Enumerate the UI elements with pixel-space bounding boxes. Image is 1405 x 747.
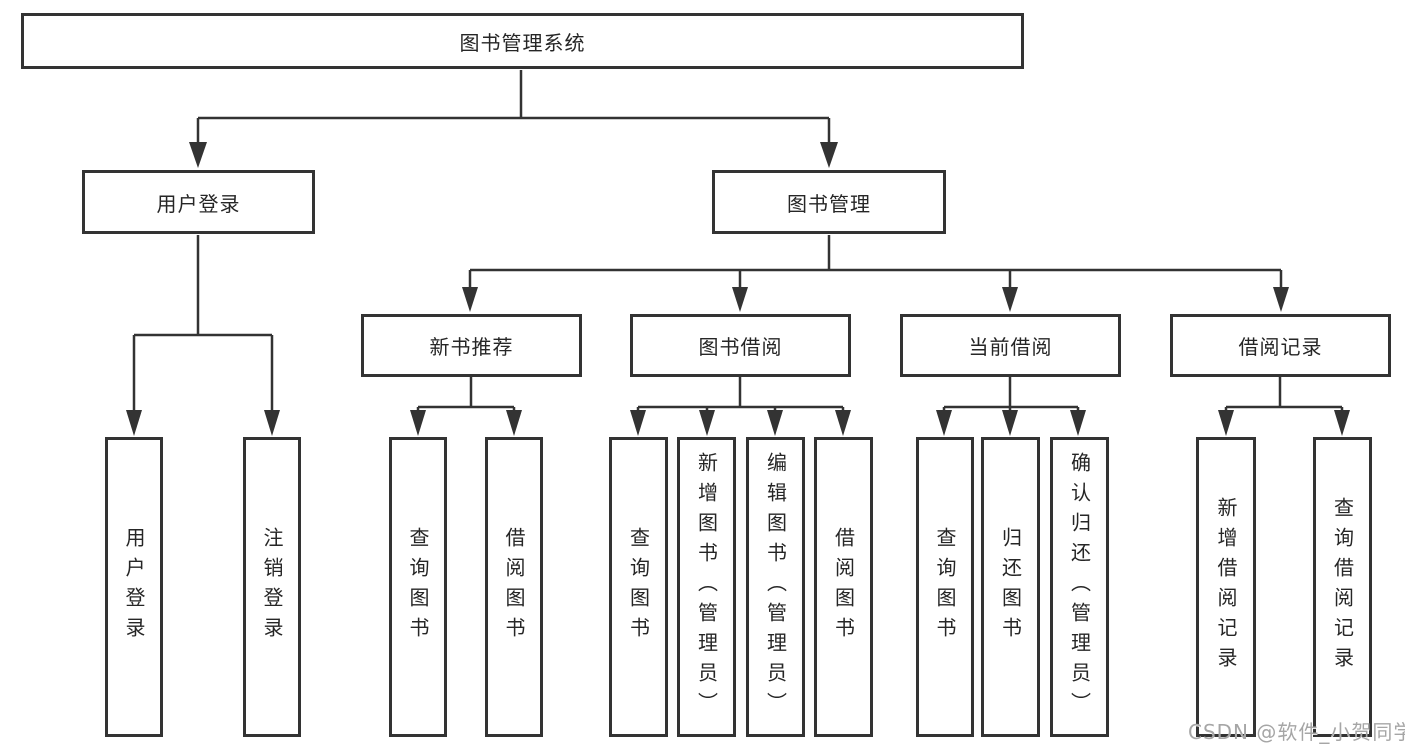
node-label: 借阅图书 xyxy=(502,527,526,647)
node-label: 图书管理 xyxy=(787,191,871,216)
node-confirm-return-admin: 确认归还（管理员） xyxy=(1050,437,1109,737)
node-user-login-module: 用户登录 xyxy=(82,170,315,234)
node-book-management: 图书管理 xyxy=(712,170,946,234)
node-borrow-books-recommend: 借阅图书 xyxy=(485,437,543,737)
node-add-borrow-record: 新增借阅记录 xyxy=(1196,437,1256,737)
csdn-watermark: CSDN @软件_小贺同学 xyxy=(1188,720,1405,744)
node-label: 查询借阅记录 xyxy=(1330,497,1355,677)
node-user-login-leaf: 用户登录 xyxy=(105,437,163,737)
node-current-borrowing: 当前借阅 xyxy=(900,314,1121,377)
node-label: 查询图书 xyxy=(406,527,430,647)
node-logout: 注销登录 xyxy=(243,437,301,737)
node-label: 借阅图书 xyxy=(831,527,856,647)
node-return-book: 归还图书 xyxy=(981,437,1040,737)
node-add-book-admin: 新增图书（管理员） xyxy=(677,437,736,737)
node-label: 借阅记录 xyxy=(1238,335,1323,359)
node-book-borrowing: 图书借阅 xyxy=(630,314,851,377)
node-label: 查询图书 xyxy=(933,527,957,647)
node-label: 编辑图书（管理员） xyxy=(763,452,788,722)
node-library-system: 图书管理系统 xyxy=(21,13,1024,69)
node-label: 注销登录 xyxy=(260,527,284,647)
node-query-books-borrow: 查询图书 xyxy=(609,437,668,737)
node-label: 当前借阅 xyxy=(968,335,1053,359)
node-label: 确认归还（管理员） xyxy=(1067,452,1092,722)
node-query-books-current: 查询图书 xyxy=(916,437,974,737)
node-label: 用户登录 xyxy=(156,191,241,216)
node-label: 查询图书 xyxy=(626,527,651,647)
node-query-borrow-record: 查询借阅记录 xyxy=(1313,437,1372,737)
node-label: 新增图书（管理员） xyxy=(694,452,719,722)
node-label: 新书推荐 xyxy=(429,335,514,359)
arrowheads xyxy=(126,142,1350,436)
node-label: 新增借阅记录 xyxy=(1214,497,1238,677)
node-new-book-recommend: 新书推荐 xyxy=(361,314,582,377)
node-borrow-records: 借阅记录 xyxy=(1170,314,1391,377)
node-query-books-recommend: 查询图书 xyxy=(389,437,447,737)
node-edit-book-admin: 编辑图书（管理员） xyxy=(746,437,805,737)
node-borrow-book: 借阅图书 xyxy=(814,437,873,737)
node-label: 图书管理系统 xyxy=(459,30,586,55)
node-label: 图书借阅 xyxy=(698,335,783,359)
node-label: 用户登录 xyxy=(122,527,146,647)
node-label: 归还图书 xyxy=(998,527,1023,647)
